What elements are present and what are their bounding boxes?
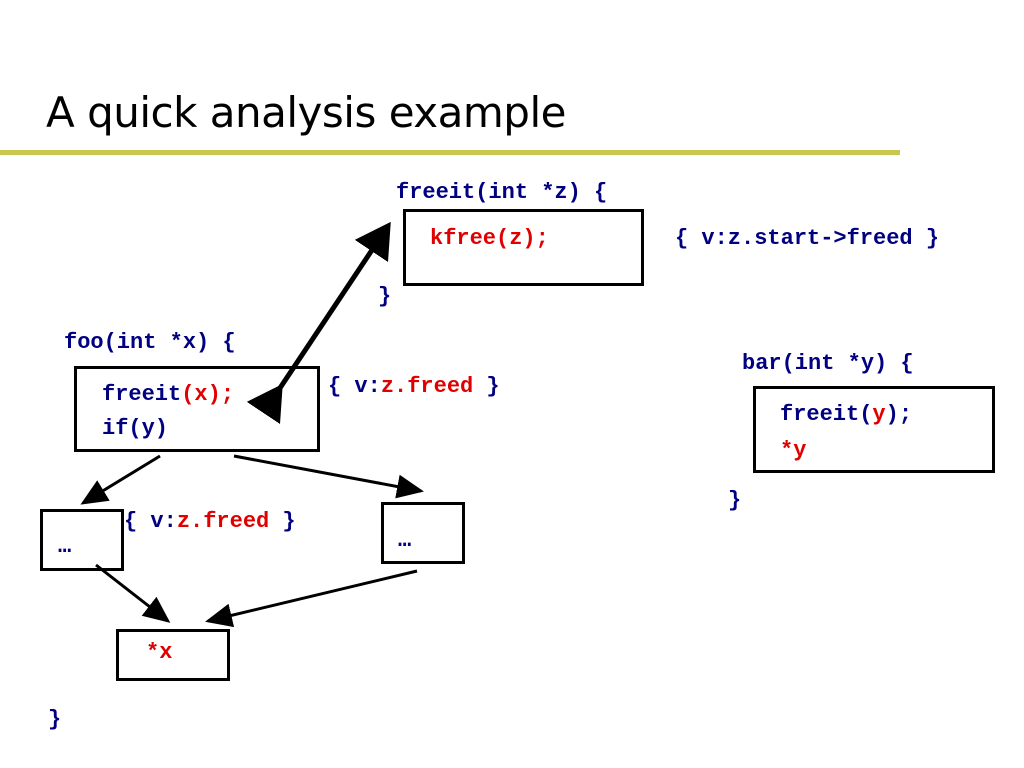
bar-body-box bbox=[753, 386, 995, 473]
foo-annotation-state: z.freed bbox=[380, 374, 474, 399]
freeit-close-brace: } bbox=[378, 284, 392, 309]
left-branch-box bbox=[40, 509, 124, 571]
left-branch-annotation-prefix: { v: bbox=[124, 509, 177, 534]
right-branch-ellipsis: … bbox=[398, 528, 412, 553]
foo-annotation: { v:z.freed } bbox=[328, 370, 500, 403]
left-branch-annotation-suffix: } bbox=[269, 509, 296, 534]
foo-call-line: freeit(x); bbox=[102, 378, 234, 411]
bar-call-arg: y bbox=[872, 402, 886, 427]
bar-call-prefix: freeit( bbox=[780, 402, 873, 427]
freeit-annotation: { v:z.start->freed } bbox=[675, 226, 940, 251]
foo-header: foo(int *x) { bbox=[64, 330, 236, 355]
call-link-arrow bbox=[246, 221, 391, 425]
right-branch-box bbox=[381, 502, 465, 564]
edge-left-branch-to-deref bbox=[95, 563, 171, 623]
left-branch-annotation-state: z.freed bbox=[176, 509, 270, 534]
foo-close-brace: } bbox=[48, 707, 62, 732]
foo-annotation-suffix: } bbox=[473, 374, 500, 399]
deref-box bbox=[116, 629, 230, 681]
freeit-header: freeit(int *z) { bbox=[396, 180, 608, 205]
foo-annotation-prefix: { v: bbox=[328, 374, 381, 399]
bar-header: bar(int *y) { bbox=[742, 351, 914, 376]
bar-close-brace: } bbox=[728, 488, 742, 513]
left-branch-annotation: { v:z.freed } bbox=[124, 505, 296, 538]
foo-call-args: (x); bbox=[181, 382, 235, 407]
slide-title: A quick analysis example bbox=[46, 88, 566, 137]
edge-foo-to-left-branch bbox=[80, 454, 161, 505]
left-branch-ellipsis: … bbox=[58, 534, 72, 559]
deref-code: *x bbox=[146, 640, 173, 665]
edge-right-branch-to-deref bbox=[205, 569, 418, 628]
freeit-body-code: kfree(z); bbox=[430, 226, 549, 251]
freeit-body-box bbox=[403, 209, 644, 286]
bar-call-suffix: ); bbox=[885, 402, 913, 427]
title-underline bbox=[0, 150, 900, 155]
bar-deref-line: *y bbox=[780, 438, 807, 463]
edge-foo-to-right-branch bbox=[233, 454, 424, 499]
foo-if-line: if(y) bbox=[102, 416, 169, 441]
bar-call-line: freeit(y); bbox=[780, 398, 912, 431]
foo-call-name: freeit bbox=[102, 382, 182, 407]
